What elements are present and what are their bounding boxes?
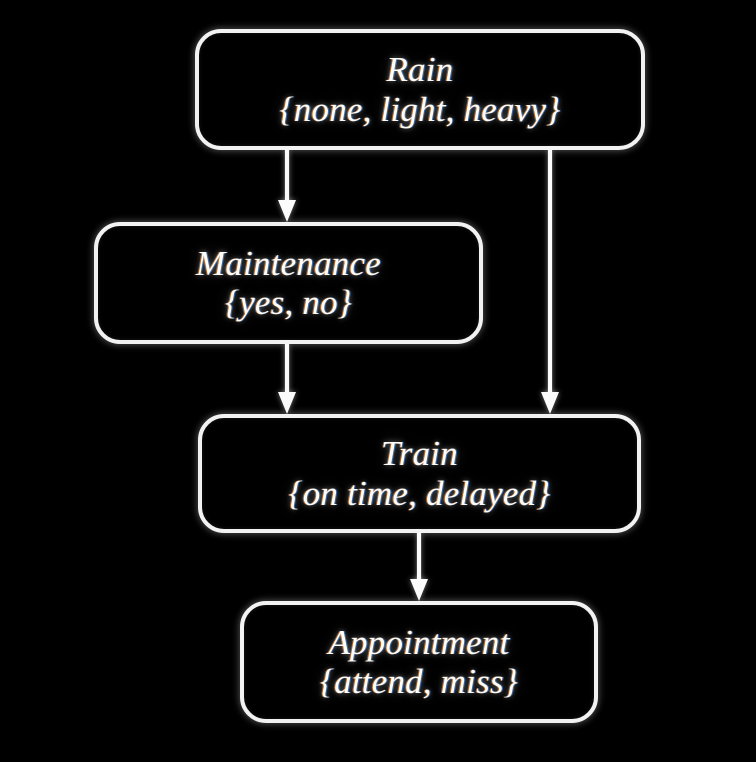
node-maintenance[interactable]: Maintenance {yes, no} (94, 222, 483, 344)
node-appointment-label: Appointment (328, 622, 510, 662)
node-appointment[interactable]: Appointment {attend, miss} (240, 601, 598, 723)
node-train-label: Train (381, 434, 458, 474)
arrow-head-icon (278, 200, 296, 222)
node-rain[interactable]: Rain {none, light, heavy} (195, 29, 645, 150)
node-appointment-states: {attend, miss} (319, 662, 519, 701)
node-train[interactable]: Train {on time, delayed} (198, 414, 641, 533)
arrow-head-icon (410, 579, 428, 601)
node-maintenance-label: Maintenance (196, 243, 381, 283)
edge-train-to-appointment (397, 533, 441, 601)
arrow-head-icon (541, 392, 559, 414)
node-train-states: {on time, delayed} (288, 473, 551, 513)
edge-rain-to-maintenance (265, 150, 309, 222)
edge-rain-to-train (528, 150, 572, 414)
edge-maintenance-to-train (265, 344, 309, 414)
node-rain-label: Rain (386, 50, 454, 90)
node-rain-states: {none, light, heavy} (279, 89, 561, 129)
node-maintenance-states: {yes, no} (225, 283, 352, 322)
arrow-head-icon (278, 392, 296, 414)
